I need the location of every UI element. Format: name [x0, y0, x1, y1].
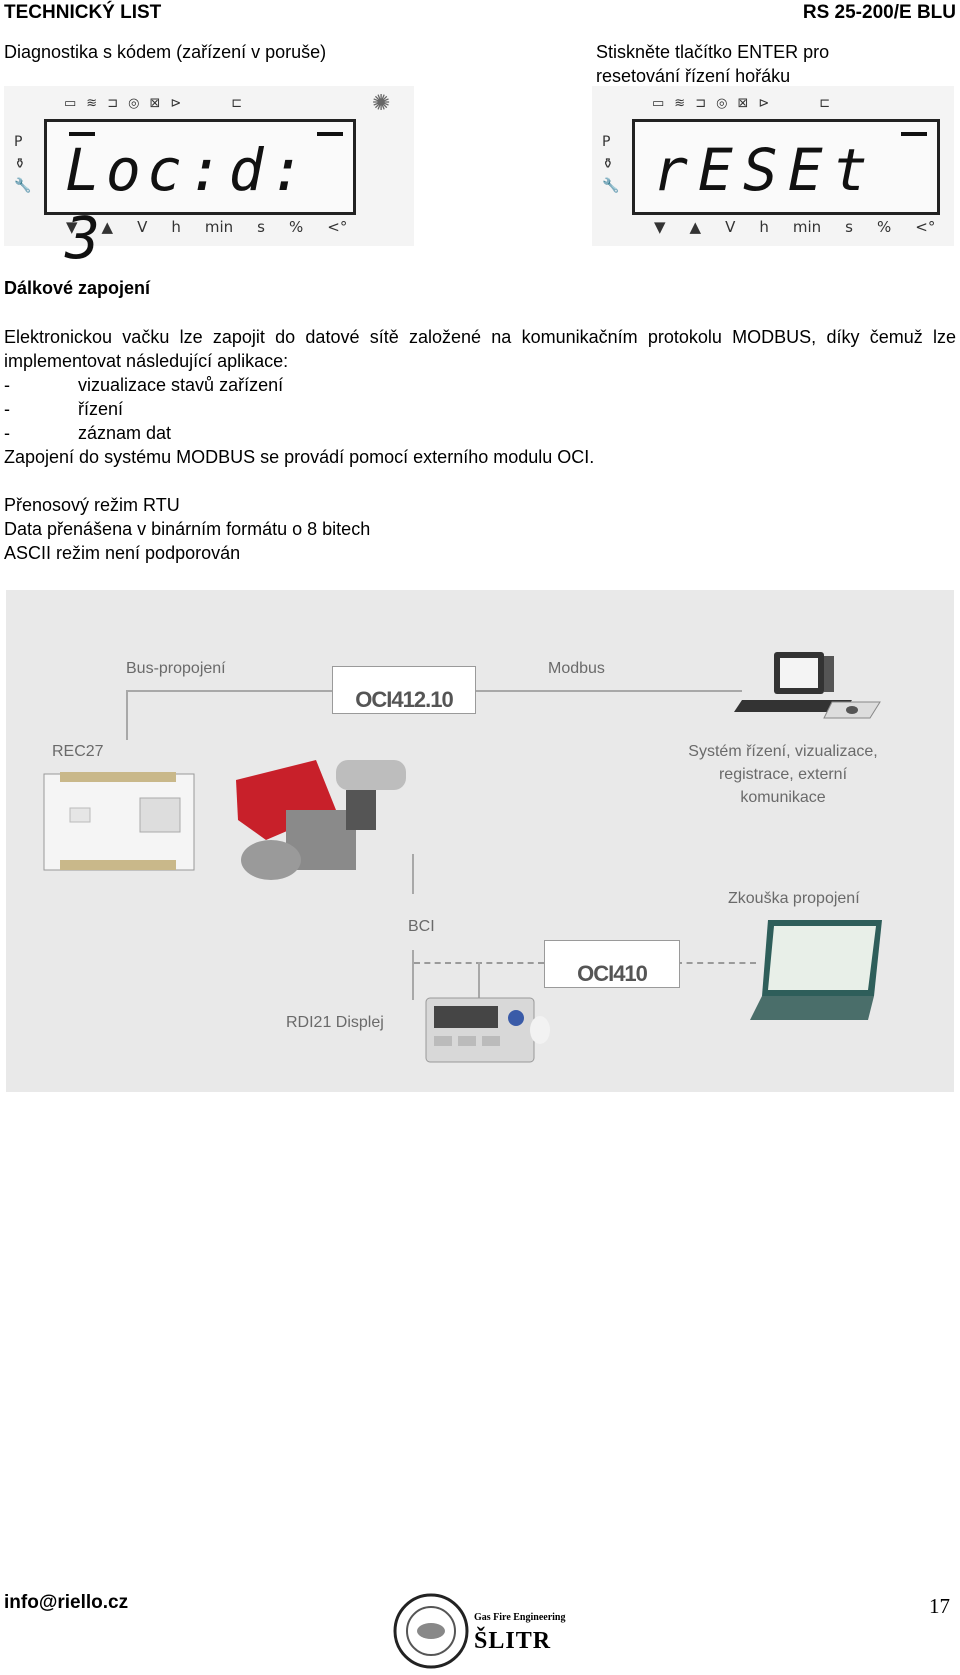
computer-icon: [734, 652, 881, 719]
list-item: -řízení: [4, 399, 124, 419]
right-caption-line1: Stiskněte tlačítko ENTER pro: [596, 42, 830, 62]
paragraph-modbus: Elektronickou vačku lze zapojit do datov…: [4, 327, 956, 371]
info-binary: Data přenášena v binárním formátu o 8 bi…: [4, 519, 371, 539]
paragraph-oci: Zapojení do systému MODBUS se provádí po…: [4, 447, 595, 467]
bus-label: Bus-propojení: [126, 660, 226, 677]
logo-name: ŠLITR: [474, 1628, 552, 1654]
wrench-icon: 🔧: [14, 178, 32, 194]
laptop-icon: [750, 920, 882, 1020]
right-caption-line2: resetování řízení hořáku: [596, 66, 791, 86]
flame-icon: ◎: [128, 96, 140, 111]
list-item: -záznam dat: [4, 423, 172, 443]
flame-icon: ◎: [716, 96, 728, 111]
fan-icon: ⊠: [149, 96, 161, 111]
bottle-icon: ⚱: [602, 156, 614, 172]
ignition-icon: ⊳: [758, 96, 770, 111]
system-description: Systém řízení, vizualizace, registrace, …: [688, 743, 878, 806]
rec27-controller-image: [43, 772, 195, 871]
ignition-icon: ⊳: [170, 96, 182, 111]
page-number: 17: [929, 1594, 950, 1618]
section-title: Dálkové zapojení: [4, 278, 151, 298]
heater-icon: ≋: [86, 96, 98, 111]
logo-emblem-icon: [393, 1593, 469, 1669]
info-rtu: Přenosový režim RTU: [4, 495, 180, 515]
lcd-status-icons: ▭ ≋ ⊐ ◎ ⊠ ⊳ ⊏: [64, 96, 243, 111]
doc-header-model: RS 25-200/E BLU: [802, 2, 956, 23]
left-caption: Diagnostika s kódem (zařízení v poruše): [4, 42, 327, 62]
bci-label: BCI: [408, 918, 435, 935]
list-item: -vizualizace stavů zařízení: [4, 375, 284, 395]
info-ascii: ASCII režim není podporován: [4, 543, 241, 563]
network-diagram: Bus-propojení Modbus OCI412.10 Systém ří…: [6, 590, 954, 1092]
slitr-logo: Gas Fire Engineering ŠLITR: [392, 1592, 572, 1670]
heater-icon: ≋: [674, 96, 686, 111]
logo-tagline: Gas Fire Engineering: [474, 1612, 566, 1623]
lcd-side-symbols: P⚱🔧: [602, 131, 619, 197]
burner-image: [236, 760, 406, 880]
lcd-text: rESEt: [653, 136, 878, 204]
lcd-status-icons: ▭ ≋ ⊐ ◎ ⊠ ⊳ ⊏: [652, 96, 831, 111]
pump-icon: ⊏: [231, 96, 243, 111]
valve-icon: ⊐: [695, 96, 707, 111]
modbus-label: Modbus: [548, 660, 605, 677]
test-label: Zkouška propojení: [728, 890, 860, 907]
fan-icon: ⊠: [737, 96, 749, 111]
pump-icon: ⊏: [819, 96, 831, 111]
valve-icon: ⊐: [107, 96, 119, 111]
lcd-text: Loc:d: 3: [65, 136, 311, 272]
bottle-icon: ⚱: [14, 156, 26, 172]
alarm-lamp-icon: ✺: [372, 90, 391, 115]
rdi21-display-image: [425, 997, 550, 1063]
thermostat-icon: ▭: [64, 96, 77, 111]
lcd-screen: rESEt: [632, 119, 940, 215]
rec27-label: REC27: [52, 743, 104, 760]
oci410-module: OCI410: [544, 940, 680, 988]
footer-email[interactable]: info@riello.cz: [4, 1592, 129, 1613]
lcd-screen: Loc:d: 3: [44, 119, 356, 272]
lcd-side-symbols: P⚱🔧: [14, 131, 31, 197]
rdi21-label: RDI21 Displej: [286, 1014, 384, 1031]
oci412-module: OCI412.10: [332, 666, 476, 714]
doc-header-title: TECHNICKÝ LIST: [4, 2, 162, 23]
thermostat-icon: ▭: [652, 96, 665, 111]
wrench-icon: 🔧: [602, 178, 620, 194]
